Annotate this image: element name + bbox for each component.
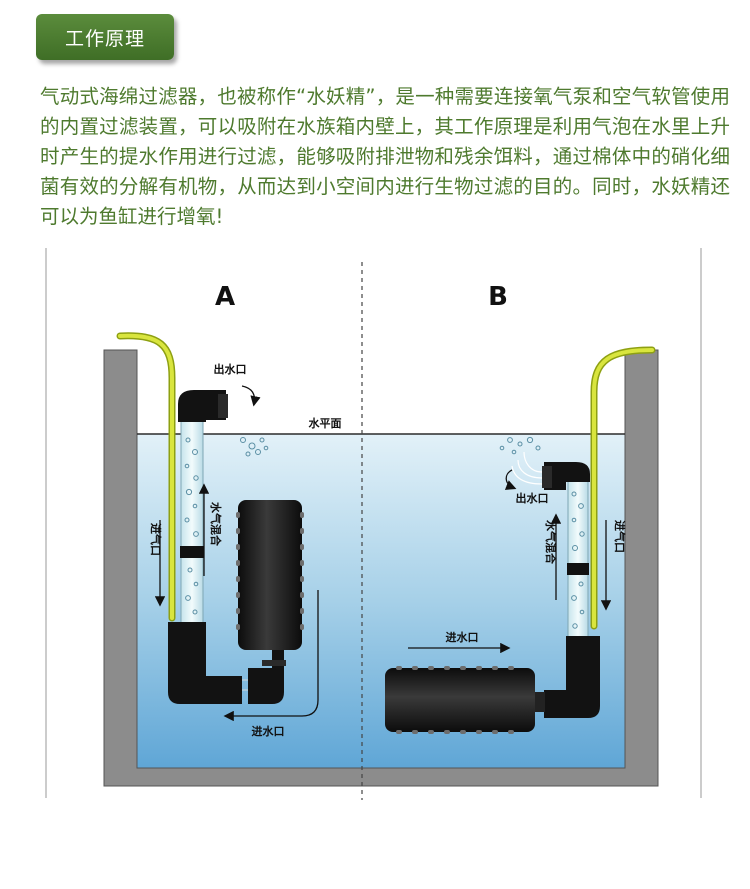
- panel-b-label: B: [488, 282, 508, 312]
- outlet-label-a: 出水口: [214, 362, 247, 376]
- section-title-badge: 工作原理: [36, 14, 174, 60]
- lift-tube-a: [180, 419, 204, 627]
- base-body-b: [544, 636, 600, 718]
- lift-tube-b: [567, 477, 589, 639]
- outlet-elbow-b: [544, 462, 590, 490]
- panel-a-label: A: [215, 282, 235, 312]
- section-title: 工作原理: [64, 28, 145, 50]
- air-inlet-label-b: 进气口: [613, 520, 627, 553]
- tube-clip-b: [567, 563, 589, 575]
- outlet-label-b: 出水口: [516, 491, 549, 505]
- inlet-label-a: 进水口: [252, 724, 285, 738]
- inlet-label-b: 进水口: [446, 630, 479, 644]
- description-paragraph: 气动式海绵过滤器，也被称作“水妖精”，是一种需要连接氧气泵和空气软管使用的内置过…: [40, 85, 730, 228]
- water-level-label: 水平面: [309, 416, 342, 430]
- tank-water: [137, 434, 625, 768]
- water-air-mix-label-b: 水气混合: [544, 520, 558, 565]
- tube-clip-a: [180, 546, 204, 558]
- water-air-mix-label-a: 水气混合: [209, 502, 223, 547]
- panel-a-filter: 出水口 进气口 水气混合: [116, 332, 319, 738]
- air-inlet-label-a: 进气口: [149, 523, 163, 556]
- sponge-a: [236, 500, 304, 650]
- panel-b-filter: 出水口 进气口 水气混合 进水口: [385, 346, 656, 734]
- sponge-b: [385, 666, 535, 734]
- outlet-elbow-a: [178, 390, 226, 422]
- base-body-a: [168, 622, 242, 704]
